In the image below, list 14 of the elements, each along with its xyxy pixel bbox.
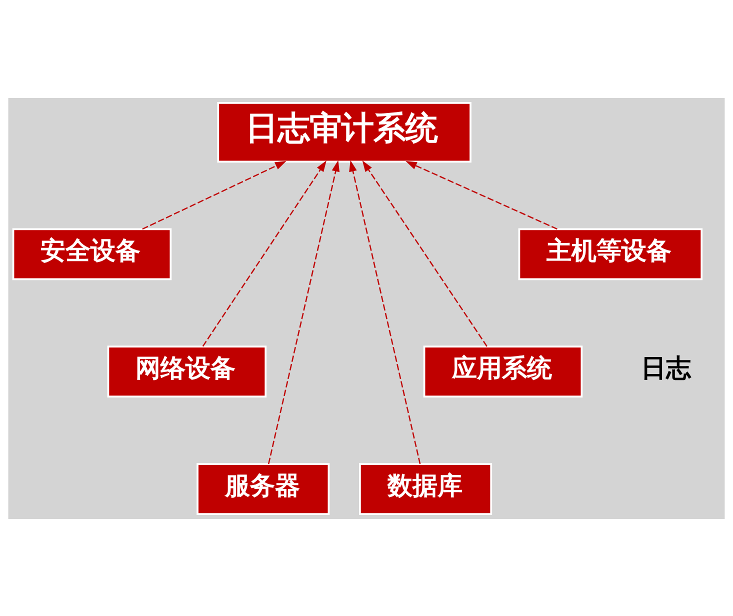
- node-box: 安全设备: [12, 228, 172, 280]
- arrow: [406, 160, 558, 230]
- node-box: 网络设备: [107, 345, 267, 398]
- node-box: 主机等设备: [518, 228, 703, 280]
- node-box: 服务器: [196, 462, 330, 514]
- arrow: [268, 160, 340, 464]
- arrow: [362, 160, 488, 346]
- arrow: [142, 160, 286, 230]
- arrow: [349, 160, 421, 464]
- node-box: 应用系统: [423, 345, 583, 398]
- node-box: 数据库: [359, 462, 492, 514]
- arrow: [202, 160, 326, 346]
- node-box: 日志审计系统: [217, 102, 472, 162]
- label: 日志: [641, 353, 692, 382]
